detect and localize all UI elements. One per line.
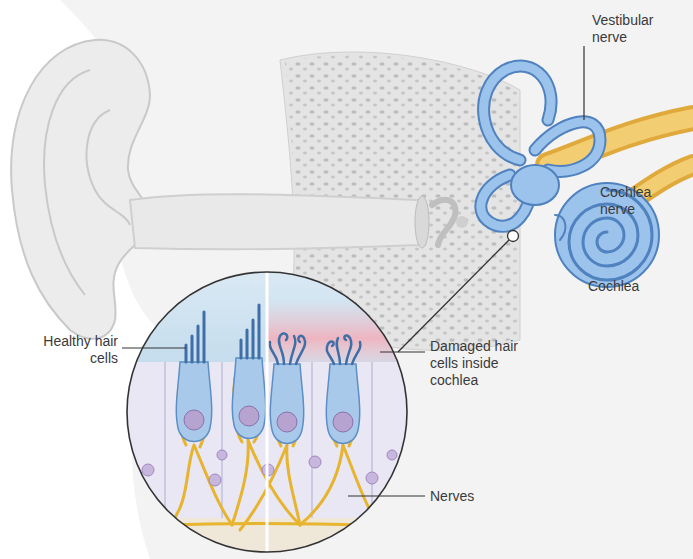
part-label: Cochlea nerve xyxy=(600,184,670,218)
helix-fold xyxy=(44,70,90,295)
cell-nucleus xyxy=(184,410,204,430)
leader-lines xyxy=(122,46,584,496)
nerve-fiber xyxy=(170,445,232,525)
ear-canal xyxy=(130,194,468,249)
damaged-stereocilium xyxy=(290,336,295,364)
canal-tube xyxy=(130,194,420,249)
stereocilium xyxy=(240,340,243,358)
support-nucleus xyxy=(366,472,378,484)
damaged-stereocilia xyxy=(327,335,361,364)
damaged-stereocilium xyxy=(296,336,305,364)
damage-glow xyxy=(268,300,418,370)
antihelix-fold xyxy=(87,110,130,225)
inner-ear xyxy=(481,66,659,287)
hair-cell xyxy=(270,364,303,444)
damaged-stereocilium xyxy=(279,333,287,364)
head-background xyxy=(60,0,693,559)
nerve-trunk xyxy=(120,524,420,529)
damaged-stereocilium xyxy=(352,342,360,364)
cell-nucleus xyxy=(239,406,259,426)
support-nuclei xyxy=(142,450,397,486)
part-label: Nerves xyxy=(430,488,520,505)
stereocilium xyxy=(258,305,261,358)
part-label: Healthy hair cells xyxy=(28,333,118,367)
cell-wall xyxy=(164,362,165,520)
support-nucleus xyxy=(387,450,397,460)
eardrum xyxy=(415,196,429,248)
ossicle-stapes xyxy=(456,216,468,228)
stereocilium xyxy=(191,336,194,362)
support-nucleus xyxy=(217,450,227,460)
hair-cell xyxy=(176,362,211,442)
semicircular-canal xyxy=(535,122,600,171)
part-label: Damaged hair cells inside cochlea xyxy=(430,338,542,389)
damaged-stereocilium xyxy=(270,342,278,364)
damaged-hair-cells xyxy=(270,333,361,443)
cell-wall xyxy=(221,362,222,520)
cell-nucleus xyxy=(277,412,297,432)
inset-content xyxy=(120,265,420,559)
stereocilia xyxy=(241,305,259,358)
hair-cell-inset xyxy=(120,265,420,559)
vestibule xyxy=(511,165,559,205)
damaged-stereocilium xyxy=(327,341,334,364)
damaged-stereocilium xyxy=(344,335,351,364)
semicircular-canal-fill xyxy=(535,122,600,171)
ossicles xyxy=(432,200,455,245)
outer-ear xyxy=(11,40,150,339)
inset-divider xyxy=(266,265,269,559)
stereocilia xyxy=(186,312,204,362)
stereocilium xyxy=(252,320,255,358)
leader-line xyxy=(122,347,186,348)
nerve-fiber xyxy=(240,445,300,530)
healthy-hair-cells xyxy=(176,305,265,442)
support-nucleus xyxy=(209,474,221,486)
stereocilium xyxy=(203,312,206,362)
leader-line xyxy=(583,46,584,120)
nerve-fiber xyxy=(300,445,380,528)
stereocilium xyxy=(246,330,249,358)
support-nucleus xyxy=(142,464,154,476)
support-nucleus xyxy=(309,456,321,468)
callout-marker xyxy=(508,231,519,242)
part-label: Cochlea xyxy=(588,278,678,295)
callout xyxy=(398,231,519,353)
damaged-stereocilium xyxy=(337,338,340,364)
part-label: Vestibular nerve xyxy=(592,12,682,46)
callout-leader xyxy=(398,240,509,352)
cell-wall xyxy=(311,362,312,520)
leader-line xyxy=(348,495,425,496)
support-tissue xyxy=(120,362,420,522)
hair-cell xyxy=(232,358,265,439)
leader-line xyxy=(380,351,425,352)
stereocilium xyxy=(197,326,200,362)
inset-border xyxy=(127,272,407,552)
cell-nucleus xyxy=(333,412,353,432)
cochlea-base xyxy=(555,215,565,240)
pinna xyxy=(11,40,150,339)
skin-area xyxy=(60,0,693,559)
damaged-stereocilia xyxy=(270,333,305,364)
hair-cell xyxy=(326,364,359,444)
